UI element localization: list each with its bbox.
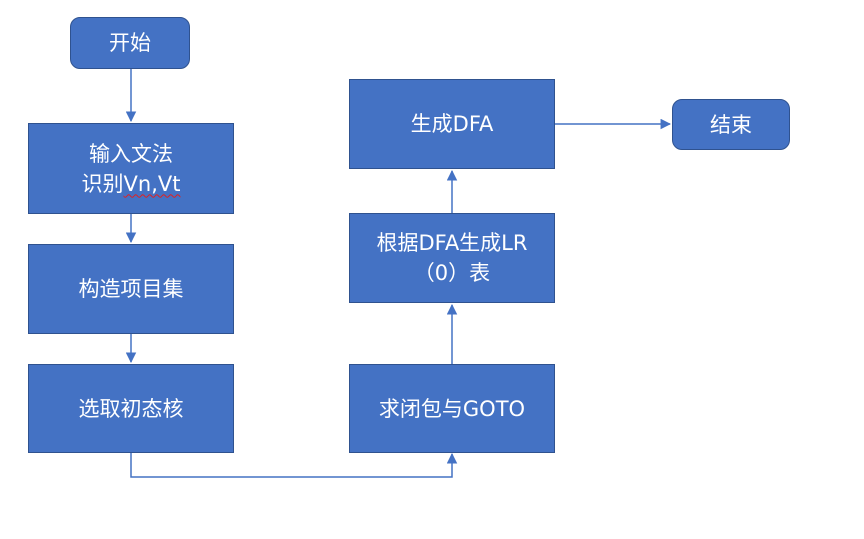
start-node: 开始 xyxy=(70,17,190,69)
select-kernel-label: 选取初态核 xyxy=(78,396,184,421)
input-grammar-label-prefix: 识别 xyxy=(81,171,124,196)
input-grammar-label-line1: 输入文法 xyxy=(88,141,173,166)
end-label: 结束 xyxy=(710,112,752,137)
start-label: 开始 xyxy=(109,31,151,55)
end-node: 结束 xyxy=(672,99,790,150)
input-grammar-label-line2: 识别Vn,Vt xyxy=(82,169,181,199)
build-items-label: 构造项目集 xyxy=(78,277,184,301)
input-grammar-node: 输入文法 识别Vn,Vt xyxy=(28,123,234,214)
closure-goto-node: 求闭包与GOTO xyxy=(349,364,555,453)
build-items-node: 构造项目集 xyxy=(28,244,234,334)
lr-table-label-line2: （0）表 xyxy=(413,261,491,285)
gen-dfa-label: 生成DFA xyxy=(410,112,494,136)
gen-dfa-node: 生成DFA xyxy=(349,79,555,169)
arrow-select-kernel-to-closure-goto xyxy=(130,452,458,478)
select-kernel-node: 选取初态核 xyxy=(28,364,234,453)
closure-goto-label: 求闭包与GOTO xyxy=(378,396,526,421)
spellcheck-flagged-text: Vn,Vt xyxy=(123,171,181,196)
lr-table-node: 根据DFA生成LR （0）表 xyxy=(349,213,555,303)
lr-table-label-line1: 根据DFA生成LR xyxy=(376,231,528,255)
